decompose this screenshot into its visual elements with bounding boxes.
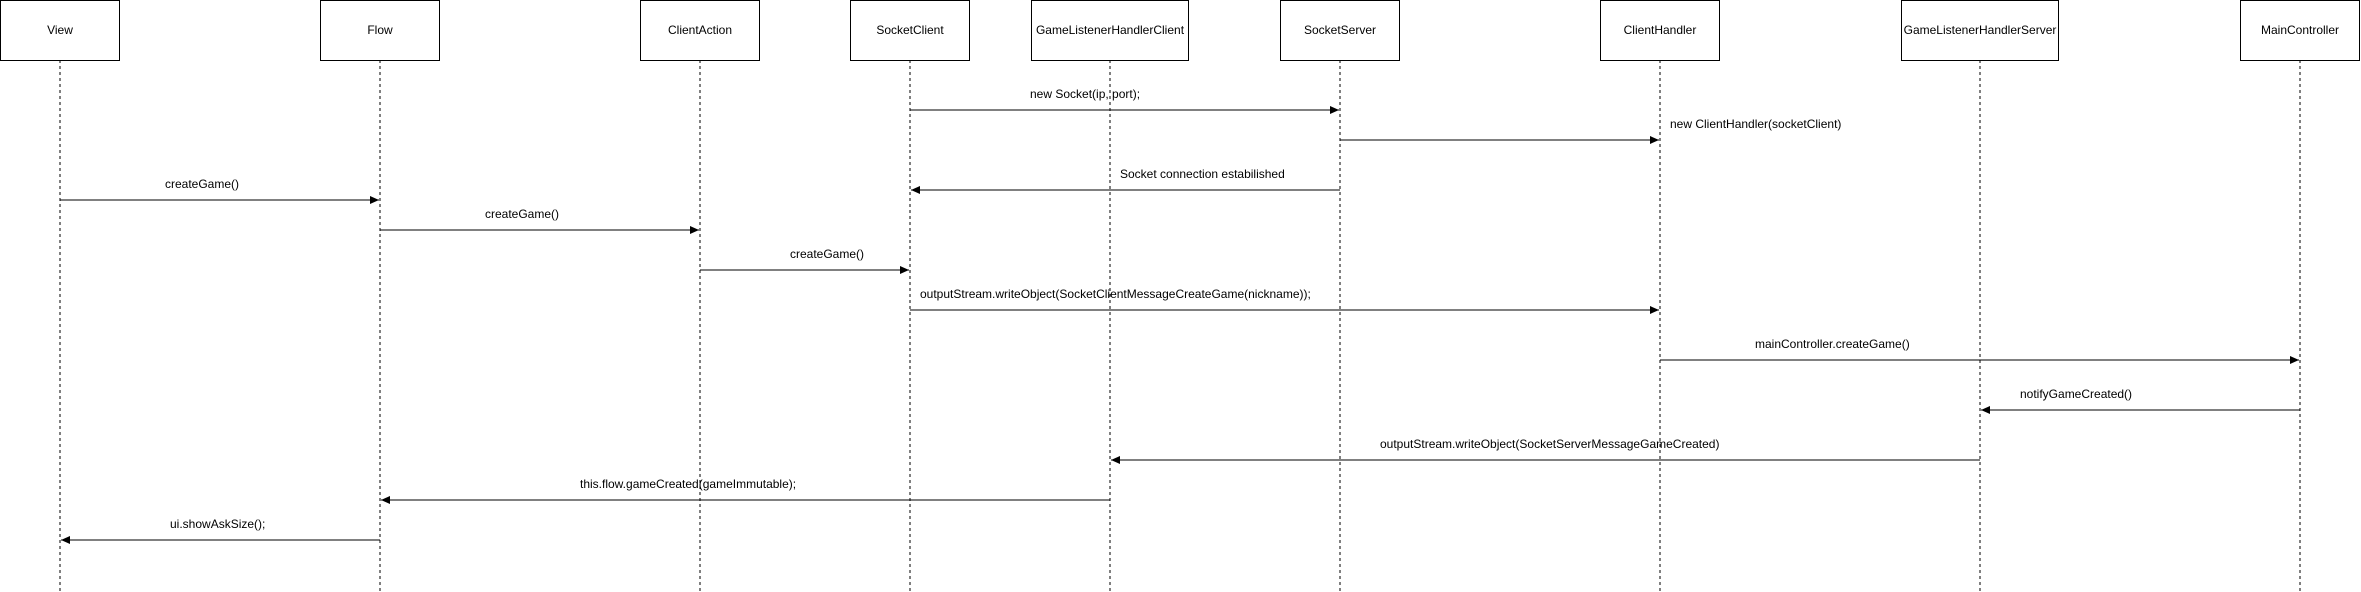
message-label: createGame() <box>165 177 239 191</box>
participant-label: View <box>47 23 73 37</box>
participant-box[interactable]: SocketClient <box>850 0 970 61</box>
participant-rect <box>1031 0 1189 61</box>
message-label: outputStream.writeObject(SocketClientMes… <box>920 287 1311 301</box>
message-label: Socket connection estabilished <box>1120 167 1285 181</box>
message-label: new Socket(ip, port); <box>1030 87 1140 101</box>
message[interactable]: notifyGameCreated() <box>1981 387 2300 414</box>
message-label: this.flow.gameCreated(gameImmutable); <box>580 477 796 491</box>
message-label: mainController.createGame() <box>1755 337 1910 351</box>
message-label: outputStream.writeObject(SocketServerMes… <box>1380 437 1719 451</box>
participant-rect <box>850 0 970 61</box>
message[interactable]: new Socket(ip, port); <box>910 87 1339 114</box>
participant-label: ClientHandler <box>1624 23 1697 37</box>
message-label: createGame() <box>485 207 559 221</box>
participant-box[interactable]: GameListenerHandlerClient <box>1031 0 1189 61</box>
message-label: createGame() <box>790 247 864 261</box>
participant-box[interactable]: View <box>0 0 120 61</box>
message-label: notifyGameCreated() <box>2020 387 2132 401</box>
participant-label: ClientAction <box>668 23 732 37</box>
message[interactable]: Socket connection estabilished <box>911 167 1340 194</box>
message[interactable]: new ClientHandler(socketClient) <box>1340 117 1841 144</box>
message[interactable]: createGame() <box>700 247 909 274</box>
participant-label: MainController <box>2261 23 2339 37</box>
participant-label: SocketClient <box>876 23 944 37</box>
participant-label: SocketServer <box>1304 23 1376 37</box>
participant-rect <box>320 0 440 61</box>
participant-label: GameListenerHandlerServer <box>1904 23 2057 37</box>
message[interactable]: mainController.createGame() <box>1660 337 2299 364</box>
participant-box[interactable]: ClientAction <box>640 0 760 61</box>
participant-label: GameListenerHandlerClient <box>1036 23 1185 37</box>
message[interactable]: createGame() <box>380 207 699 234</box>
participant-box[interactable]: SocketServer <box>1280 0 1400 61</box>
participant-rect <box>0 0 120 61</box>
participant-label: Flow <box>367 23 393 37</box>
message[interactable]: createGame() <box>60 177 379 204</box>
message[interactable]: this.flow.gameCreated(gameImmutable); <box>381 477 1110 504</box>
message-label: ui.showAskSize(); <box>170 517 265 531</box>
participant-rect <box>1901 0 2059 61</box>
participant-box[interactable]: MainController <box>2240 0 2360 61</box>
participant-rect <box>640 0 760 61</box>
participant-rect <box>1600 0 1720 61</box>
participant-rect <box>1280 0 1400 61</box>
participant-rect <box>2240 0 2360 61</box>
participant-box[interactable]: Flow <box>320 0 440 61</box>
participant-box[interactable]: ClientHandler <box>1600 0 1720 61</box>
message[interactable]: ui.showAskSize(); <box>61 517 380 544</box>
message[interactable]: outputStream.writeObject(SocketServerMes… <box>1111 437 1980 464</box>
message-label: new ClientHandler(socketClient) <box>1670 117 1841 131</box>
message[interactable]: outputStream.writeObject(SocketClientMes… <box>910 287 1659 314</box>
participant-box[interactable]: GameListenerHandlerServer <box>1901 0 2059 61</box>
